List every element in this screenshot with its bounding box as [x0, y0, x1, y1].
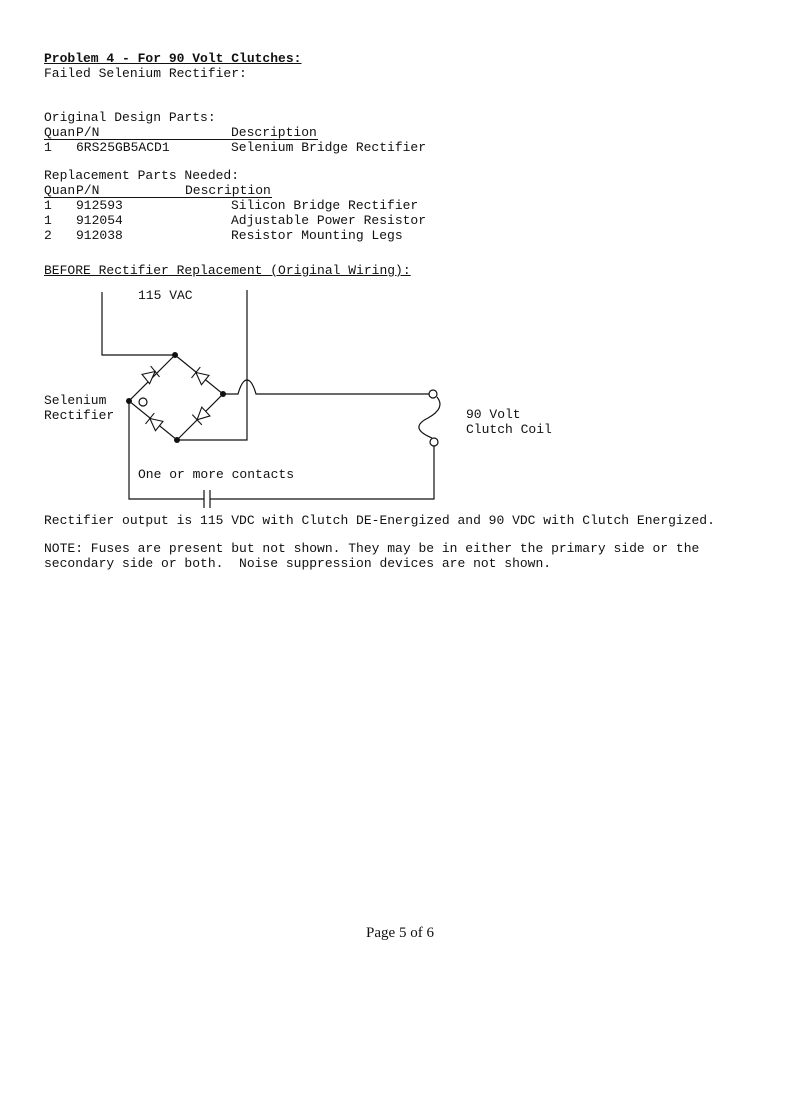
diodes	[141, 365, 211, 432]
node-left	[126, 398, 132, 404]
rectifier-label-2: Rectifier	[44, 408, 115, 423]
repl-row-2-quan: 1	[44, 213, 52, 228]
diode-icon	[141, 365, 160, 385]
contacts-label: One or more contacts	[138, 467, 295, 482]
repl-header-underline	[44, 197, 272, 198]
negative-wire	[128, 401, 204, 500]
repl-row-3-pn: 912038	[76, 228, 123, 243]
orig-header-underline	[44, 139, 318, 140]
problem-subtitle: Failed Selenium Rectifier:	[44, 66, 247, 81]
orig-row-description: Selenium Bridge Rectifier	[231, 140, 427, 155]
orig-header-description: Description	[231, 125, 317, 140]
diode-icon	[145, 412, 164, 432]
coil-label-2: Clutch Coil	[466, 422, 552, 437]
diagram-title: BEFORE Rectifier Replacement (Original W…	[44, 263, 411, 278]
node-bottom	[174, 437, 180, 443]
repl-row-1-description: Silicon Bridge Rectifier	[231, 198, 419, 213]
diode-icon	[191, 366, 210, 386]
repl-header-description: Description	[185, 183, 271, 198]
coil-terminal-bottom	[429, 437, 439, 447]
page-number: Page 5 of 6	[366, 925, 434, 941]
repl-row-3-description: Resistor Mounting Legs	[231, 228, 403, 243]
node-right	[220, 391, 226, 397]
orig-row-quan: 1	[44, 140, 52, 155]
return-wire	[214, 446, 435, 500]
diode-icon	[191, 406, 211, 426]
output-note: Rectifier output is 115 VDC with Clutch …	[44, 513, 715, 528]
output-wire	[223, 379, 429, 395]
coil-label-1: 90 Volt	[466, 407, 521, 422]
repl-row-3-quan: 2	[44, 228, 52, 243]
repl-header-quan: Quan	[44, 183, 76, 198]
rectifier-plus-mark	[138, 397, 148, 407]
replacement-parts-label: Replacement Parts Needed:	[44, 168, 240, 183]
supply-label: 115 VAC	[138, 288, 193, 303]
contact-plates	[203, 490, 211, 508]
rectifier-label-1: Selenium	[44, 393, 107, 408]
fuse-note-line-2: secondary side or both. Noise suppressio…	[44, 556, 552, 571]
orig-row-pn: 6RS25GB5ACD1	[76, 140, 170, 155]
orig-header-pn: P/N	[76, 125, 100, 140]
node-top	[172, 352, 178, 358]
orig-header-quan: Quan	[44, 125, 76, 140]
repl-row-2-description: Adjustable Power Resistor	[231, 213, 427, 228]
repl-row-1-pn: 912593	[76, 198, 123, 213]
problem-title: Problem 4 - For 90 Volt Clutches:	[44, 51, 302, 66]
repl-row-2-pn: 912054	[76, 213, 123, 228]
clutch-coil	[418, 396, 441, 439]
original-parts-label: Original Design Parts:	[44, 110, 216, 125]
supply-wire-right	[177, 290, 248, 441]
repl-row-1-quan: 1	[44, 198, 52, 213]
supply-wire-left	[101, 292, 175, 356]
coil-terminal-top	[428, 389, 438, 399]
repl-header-pn: P/N	[76, 183, 100, 198]
fuse-note-line-1: NOTE: Fuses are present but not shown. T…	[44, 541, 700, 556]
